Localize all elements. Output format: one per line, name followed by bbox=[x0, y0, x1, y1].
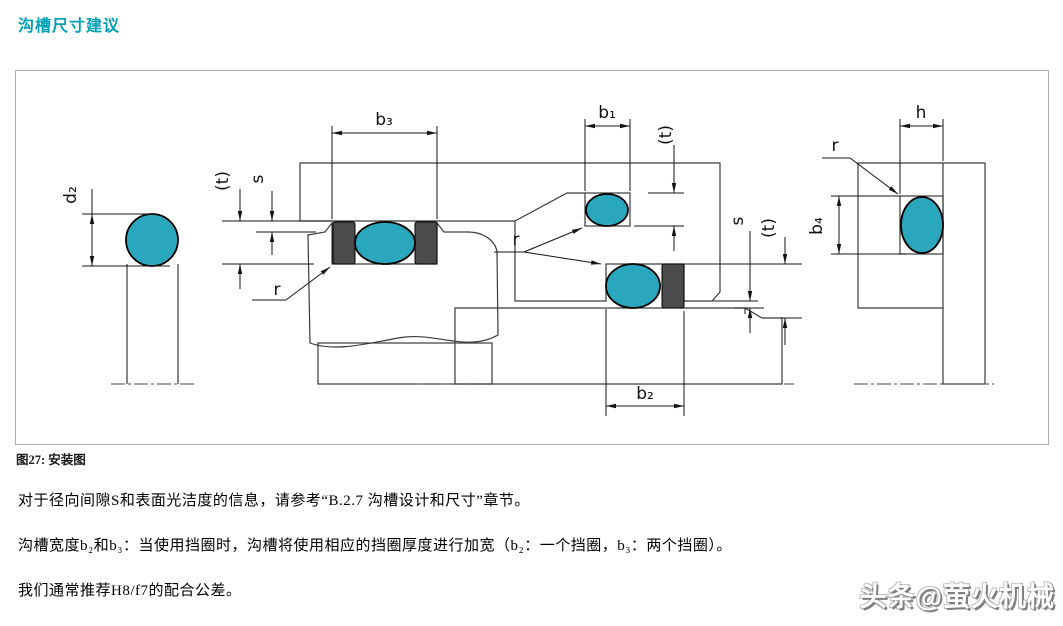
label-h: h bbox=[916, 103, 927, 123]
watermark: 头条@萤火机械 bbox=[859, 582, 1055, 612]
figure-caption: 图27: 安装图 bbox=[16, 453, 86, 467]
label-s-right: s bbox=[728, 216, 748, 225]
dimension-h: h bbox=[899, 103, 944, 194]
label-s-left: s bbox=[248, 174, 268, 183]
dimension-s-left: s bbox=[248, 174, 316, 255]
label-r-center: r bbox=[513, 230, 520, 250]
piston-seal-set bbox=[605, 263, 685, 309]
label-d2: d₂ bbox=[61, 186, 81, 204]
label-t-top-right: (t) bbox=[656, 125, 676, 145]
label-b3: b₃ bbox=[375, 110, 393, 130]
label-r-right: r bbox=[832, 136, 839, 156]
backup-ring bbox=[332, 221, 356, 265]
label-t-left: (t) bbox=[213, 171, 233, 191]
label-b2: b₂ bbox=[636, 384, 654, 404]
oring-piston-seal bbox=[605, 263, 661, 309]
backup-ring bbox=[661, 263, 685, 309]
dimension-t-top-right: (t) bbox=[634, 125, 684, 251]
dimension-d2: d₂ bbox=[61, 186, 170, 267]
installation-diagram: d₂ b₃ (t) s r b₁ (t) bbox=[61, 103, 994, 416]
callout-r-left: r bbox=[252, 266, 331, 301]
oring-b1 bbox=[585, 193, 629, 227]
callout-r-center: r bbox=[494, 227, 602, 265]
label-t-right: (t) bbox=[759, 218, 779, 238]
dimension-t-left: (t) bbox=[213, 171, 332, 289]
backup-ring bbox=[414, 221, 438, 265]
oring-axial-seal bbox=[900, 196, 944, 254]
installation-figure-frame: d₂ b₃ (t) s r b₁ (t) bbox=[15, 70, 1049, 445]
piston-rod-shaft bbox=[454, 307, 783, 385]
paragraph-groove-width: 沟槽宽度b₂和b₃：当使用挡圈时，沟槽将使用相应的挡圈厚度进行加宽（b₂：一个挡… bbox=[18, 538, 732, 554]
rod-seal-set bbox=[332, 221, 438, 265]
dimension-b2: b₂ bbox=[605, 309, 685, 416]
dimension-b1: b₁ bbox=[584, 103, 631, 191]
callout-r-right: r bbox=[822, 136, 899, 195]
oring-free bbox=[125, 213, 179, 267]
label-b4: b₄ bbox=[807, 217, 827, 235]
free-oring-cross-section bbox=[125, 213, 179, 384]
dimension-t-right: (t) bbox=[684, 218, 802, 345]
dimension-b3: b₃ bbox=[331, 110, 438, 219]
dimension-s-right: s bbox=[713, 216, 764, 333]
page-title: 沟槽尺寸建议 bbox=[18, 18, 121, 35]
rod-cylinder bbox=[317, 342, 493, 385]
label-b1: b₁ bbox=[598, 103, 616, 123]
dimension-b4: b₄ bbox=[807, 195, 906, 255]
paragraph-tolerance: 我们通常推荐H8/f7的配合公差。 bbox=[18, 583, 242, 599]
oring-rod-seal bbox=[354, 221, 416, 265]
rod-seal-shaft-section bbox=[307, 221, 499, 348]
paragraph-clearance: 对于径向间隙S和表面光洁度的信息，请参考“B.2.7 沟槽设计和尺寸”章节。 bbox=[18, 493, 530, 509]
label-r-left: r bbox=[274, 280, 281, 300]
